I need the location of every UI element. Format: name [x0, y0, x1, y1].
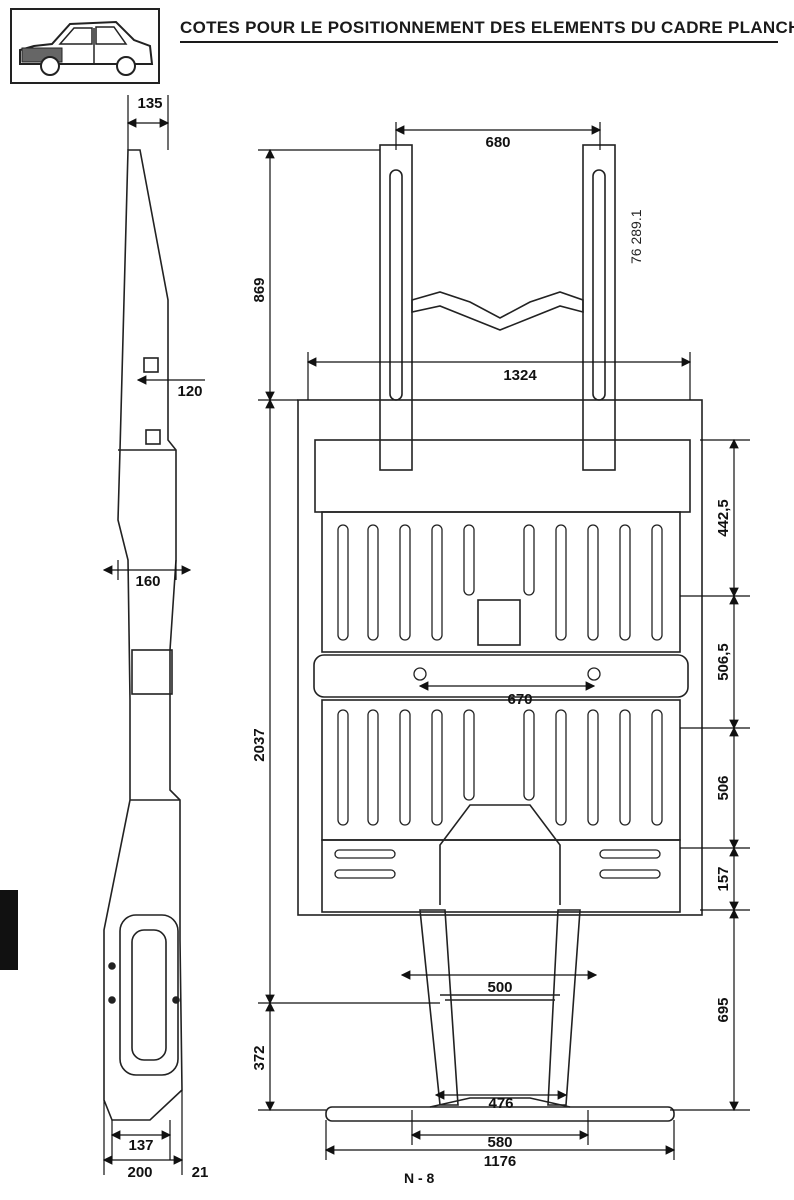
dim-front-rail-spacing: 680	[485, 134, 510, 151]
dim-front-width: 1324	[503, 367, 537, 384]
floor-ribs	[334, 524, 663, 879]
dim-side-top-width: 135	[137, 95, 162, 112]
title-underline	[180, 41, 778, 43]
dim-front-length: 869	[251, 277, 268, 302]
side-view-dimension-lines	[102, 95, 205, 1175]
dim-seg-5: 695	[715, 997, 732, 1022]
dim-rear-upper-width: 500	[487, 979, 512, 996]
dim-rear-overall-width: 1176	[484, 1153, 517, 1170]
plan-view-frame	[297, 144, 703, 1122]
dim-seg-3: 506	[715, 775, 732, 800]
dim-rear-length: 372	[251, 1045, 268, 1070]
dim-seg-2: 506,5	[715, 643, 732, 681]
page-number: N - 8	[404, 1170, 435, 1186]
dim-floor-holes: 670	[507, 691, 532, 708]
dim-rear-low-width: 580	[487, 1134, 512, 1151]
car-thumbnail	[10, 8, 160, 84]
dim-side-upper-offset: 120	[177, 383, 202, 400]
side-tab-marker	[0, 890, 18, 970]
dim-center-length: 2037	[251, 728, 268, 761]
plan-view-dimension-lines	[258, 122, 750, 1160]
car-silhouette-icon	[19, 20, 154, 76]
side-view-profile	[103, 149, 183, 1121]
page-title: COTES POUR LE POSITIONNEMENT DES ELEMENT…	[180, 18, 794, 37]
dim-rear-mid-width: 476	[488, 1095, 513, 1112]
dim-side-bottom-width: 200	[127, 1164, 152, 1181]
dim-seg-1: 442,5	[715, 499, 732, 537]
dim-side-bottom-offset: 21	[192, 1164, 209, 1181]
dim-seg-4: 157	[715, 866, 732, 891]
dim-side-bottom-inner: 137	[128, 1137, 153, 1154]
dim-side-mid-width: 160	[135, 573, 160, 590]
